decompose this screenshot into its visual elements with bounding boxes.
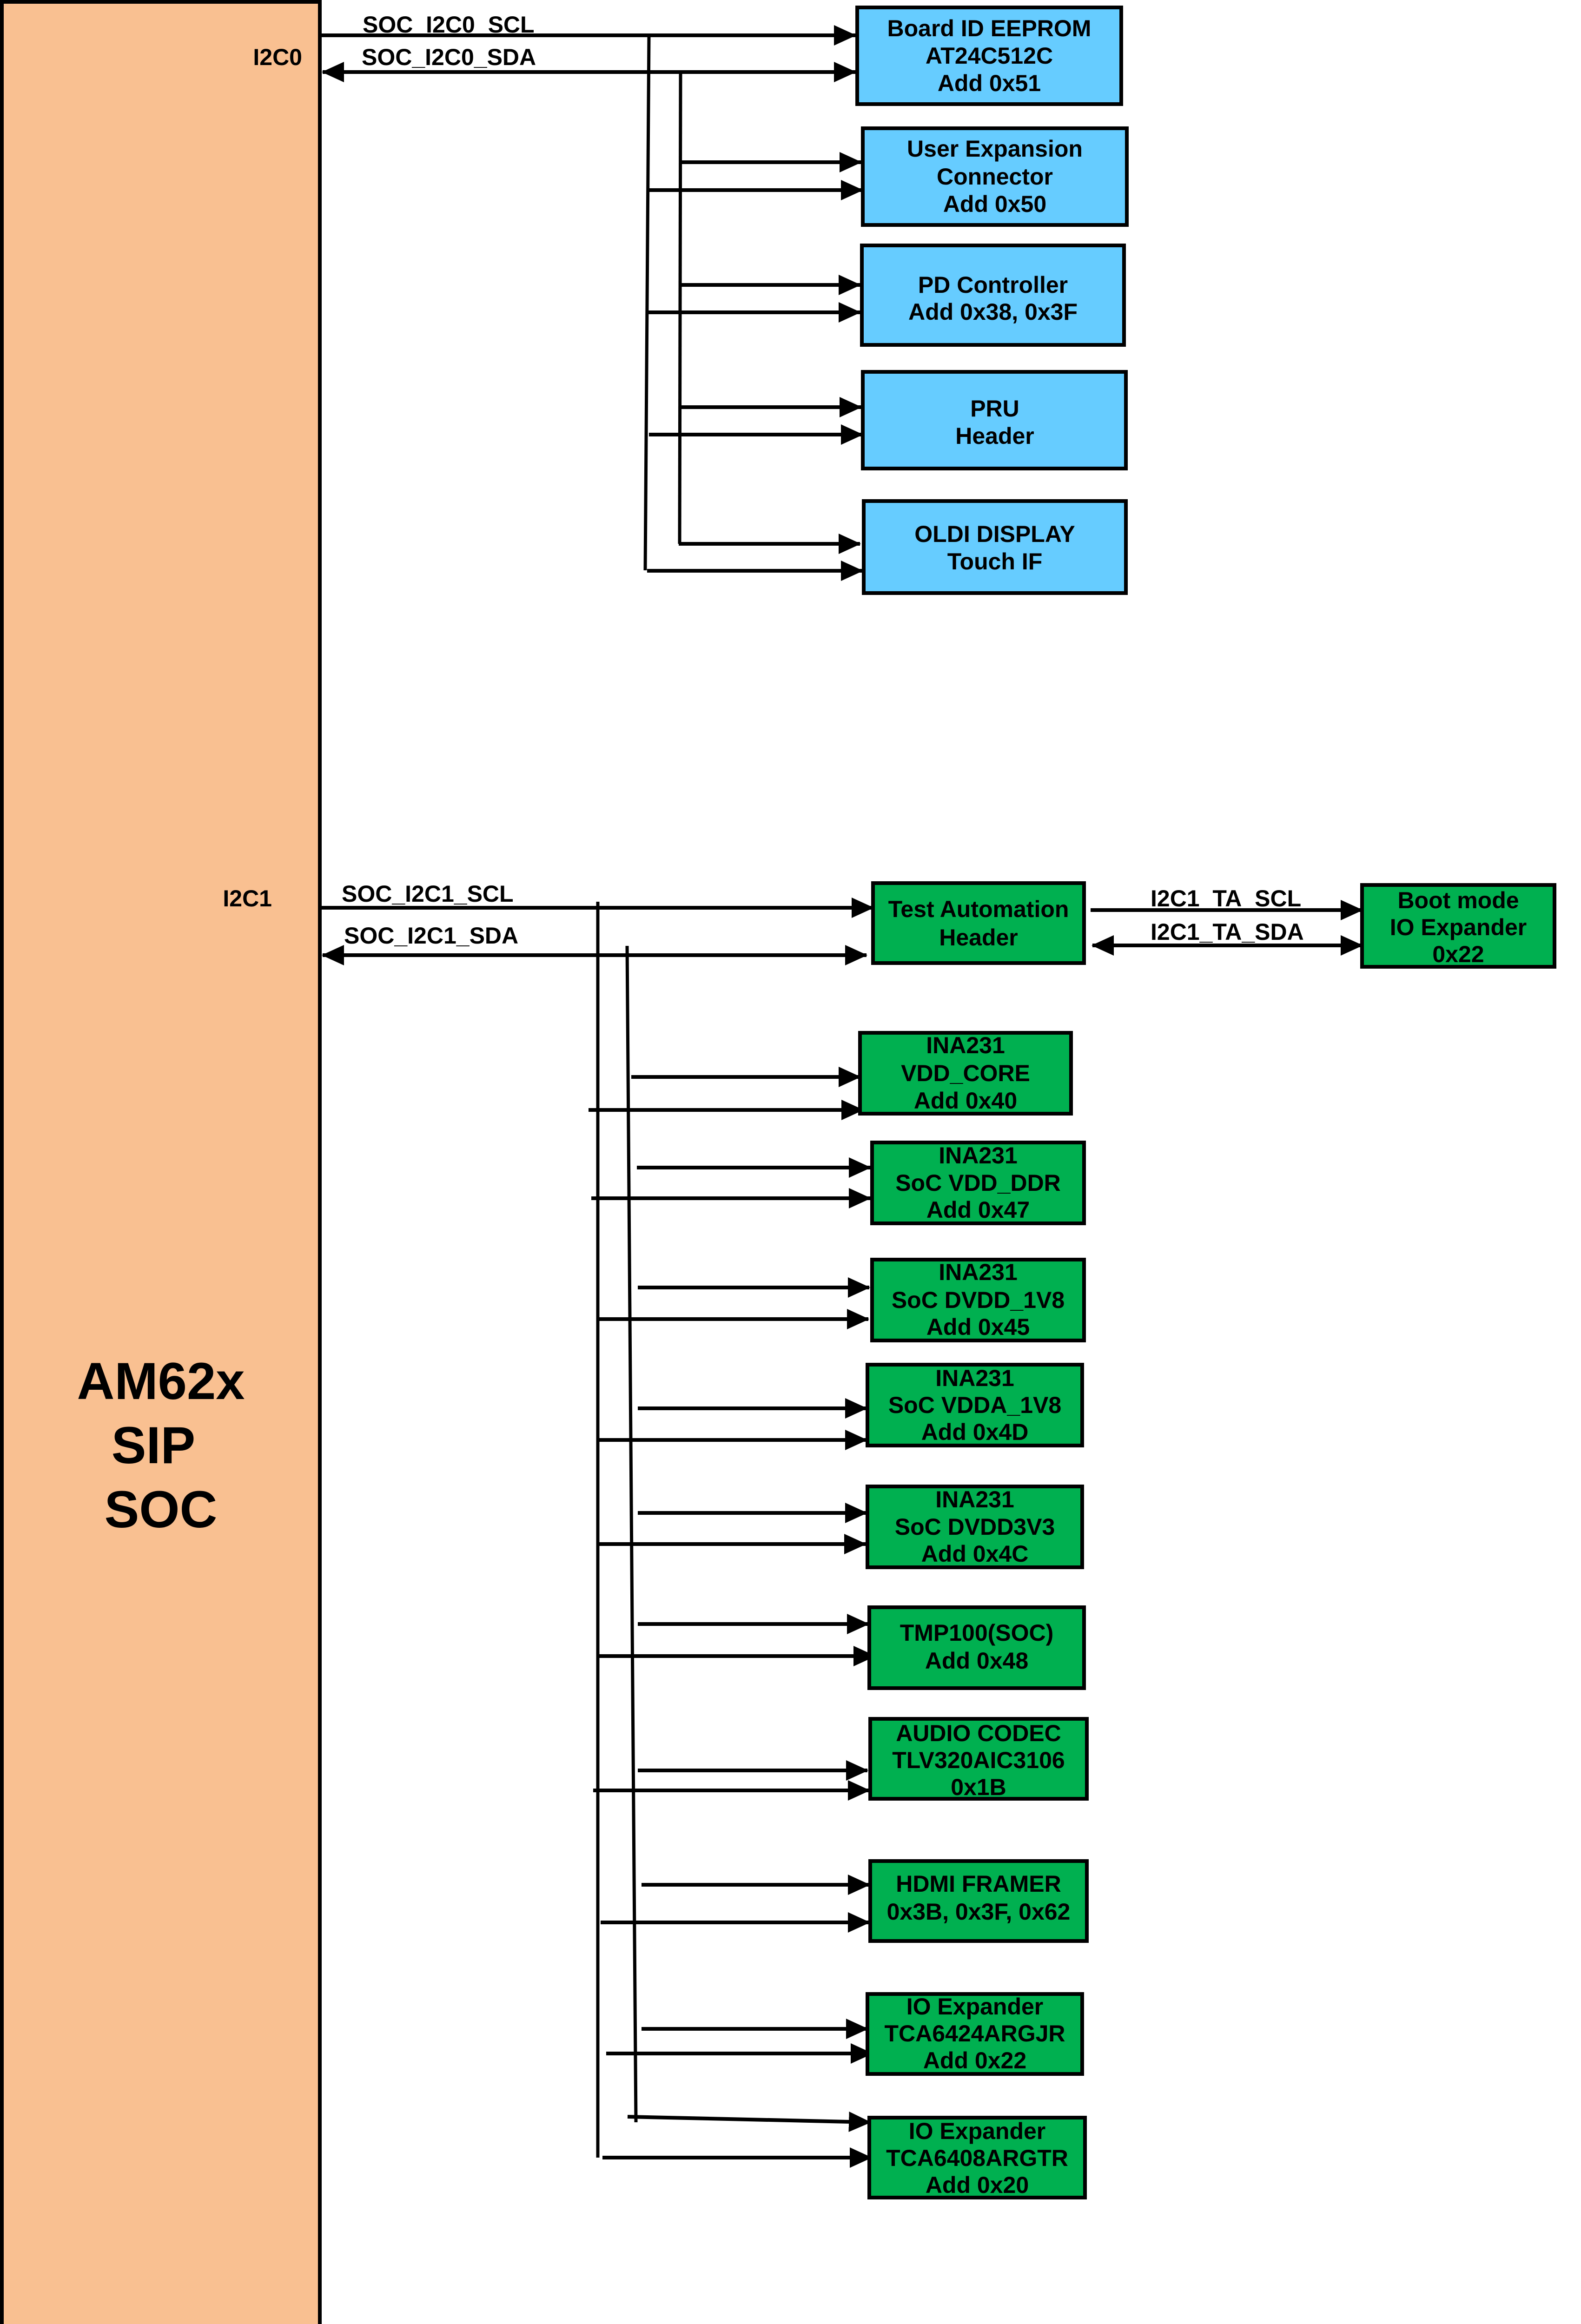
- device-user-expansion-connector[interactable]: User Expansion Connector Add 0x50: [861, 126, 1129, 227]
- device-label: PD Controller: [918, 272, 1068, 298]
- device-label: OLDI DISPLAY: [914, 521, 1075, 547]
- device-label: 0x1B: [951, 1774, 1006, 1800]
- device-label: Header: [939, 924, 1018, 951]
- device-label: PRU: [970, 396, 1019, 422]
- device-label: AUDIO CODEC: [896, 1720, 1061, 1746]
- device-label: Board ID EEPROM: [887, 15, 1091, 41]
- device-label: Add 0x22: [923, 2047, 1026, 2073]
- device-pd-controller[interactable]: PD Controller Add 0x38, 0x3F: [860, 244, 1126, 347]
- device-label: Add 0x45: [926, 1314, 1030, 1340]
- port-label-i2c1: I2C1: [223, 885, 272, 911]
- device-label: User Expansion: [907, 136, 1083, 162]
- device-label: IO Expander: [909, 2118, 1046, 2144]
- soc-title-line-3: SOC: [105, 1480, 218, 1538]
- device-label: Add 0x38, 0x3F: [908, 299, 1078, 325]
- device-label: Add 0x20: [926, 2172, 1029, 2198]
- device-label: Add 0x48: [925, 1648, 1028, 1674]
- device-label: TCA6424ARGJR: [884, 2020, 1065, 2047]
- device-label: Boot mode: [1397, 887, 1519, 913]
- i2c1-ta-scl-label: I2C1_TA_SCL: [1151, 885, 1301, 911]
- device-label: SoC VDD_DDR: [895, 1170, 1061, 1196]
- device-label: Header: [955, 423, 1034, 449]
- i2c1-sda-label: SOC_I2C1_SDA: [344, 923, 518, 949]
- soc-block: AM62x SIP SOC I2C0 I2C1 SOC_I2C2 MCU_I2C…: [0, 0, 322, 2324]
- i2c1-branch: [627, 2111, 871, 2132]
- device-ina231-vdd-ddr[interactable]: INA231 SoC VDD_DDR Add 0x47: [870, 1141, 1086, 1225]
- device-io-expander-tca6408[interactable]: IO Expander TCA6408ARGTR Add 0x20: [867, 2116, 1087, 2199]
- device-tmp100-soc[interactable]: TMP100(SOC) Add 0x48: [867, 1605, 1086, 1690]
- device-label: VDD_CORE: [901, 1060, 1030, 1086]
- device-label: AT24C512C: [926, 43, 1053, 69]
- device-label: INA231: [926, 1032, 1005, 1058]
- device-label: INA231: [935, 1486, 1014, 1512]
- i2c0-scl-label: SOC_I2C0_SCL: [363, 12, 535, 38]
- device-ina231-dvdd-1v8[interactable]: INA231 SoC DVDD_1V8 Add 0x45: [870, 1258, 1086, 1342]
- i2c1-ta-sda-label: I2C1_TA_SDA: [1151, 919, 1304, 945]
- i2c0-sda-label: SOC_I2C0_SDA: [362, 44, 536, 70]
- device-label: INA231: [935, 1365, 1014, 1391]
- device-label: Touch IF: [947, 548, 1043, 574]
- device-label: 0x22: [1432, 941, 1484, 967]
- device-label: TCA6408ARGTR: [886, 2145, 1068, 2171]
- i2c0-section: SOC_I2C0_SCL SOC_I2C0_SDA Board ID EEPRO…: [321, 6, 1129, 595]
- device-label: Add 0x47: [926, 1197, 1030, 1223]
- device-label: SoC DVDD_1V8: [892, 1287, 1065, 1313]
- device-label: INA231: [939, 1259, 1018, 1285]
- device-hdmi-framer[interactable]: HDMI FRAMER 0x3B, 0x3F, 0x62: [868, 1859, 1089, 1943]
- device-audio-codec[interactable]: AUDIO CODEC TLV320AIC3106 0x1B: [868, 1717, 1089, 1801]
- i2c1-scl-label: SOC_I2C1_SCL: [342, 881, 514, 907]
- soc-title-line-2: SIP: [112, 1416, 196, 1474]
- i2c0-sda-bus: [678, 72, 682, 544]
- device-ina231-dvdd3v3[interactable]: INA231 SoC DVDD3V3 Add 0x4C: [866, 1485, 1084, 1569]
- device-label: SoC DVDD3V3: [895, 1514, 1055, 1540]
- i2c1-section: SOC_I2C1_SCL SOC_I2C1_SDA Test Automatio…: [321, 881, 1556, 2199]
- device-label: Add 0x51: [938, 70, 1041, 96]
- device-label: Add 0x4D: [921, 1419, 1029, 1445]
- device-label: HDMI FRAMER: [896, 1871, 1061, 1897]
- device-label: INA231: [939, 1142, 1018, 1169]
- port-label-i2c0: I2C0: [253, 44, 302, 70]
- device-label: Connector: [937, 164, 1053, 190]
- device-label: Add 0x4C: [921, 1541, 1029, 1567]
- device-label: IO Expander: [1390, 914, 1527, 940]
- i2c1-sda-bus: [625, 945, 638, 2123]
- device-ina231-vdd-core[interactable]: INA231 VDD_CORE Add 0x40: [858, 1031, 1073, 1116]
- soc-box: [0, 0, 322, 2324]
- i2c0-scl-bus: [643, 35, 651, 571]
- device-board-id-eeprom[interactable]: Board ID EEPROM AT24C512C Add 0x51: [855, 6, 1123, 106]
- device-pru-header[interactable]: PRU Header: [861, 370, 1128, 470]
- device-label: TLV320AIC3106: [892, 1747, 1065, 1773]
- device-oldi-display-touch[interactable]: OLDI DISPLAY Touch IF: [862, 499, 1128, 595]
- device-test-automation-header[interactable]: Test Automation Header: [871, 881, 1086, 965]
- device-label: IO Expander: [906, 1994, 1044, 2020]
- device-label: Add 0x50: [943, 191, 1046, 217]
- device-boot-mode-io-expander[interactable]: Boot mode IO Expander 0x22: [1360, 883, 1556, 969]
- device-ina231-vdda-1v8[interactable]: INA231 SoC VDDA_1V8 Add 0x4D: [866, 1363, 1084, 1447]
- device-label: TMP100(SOC): [900, 1620, 1054, 1646]
- soc-title-line-1: AM62x: [77, 1352, 245, 1410]
- device-io-expander-tca6424[interactable]: IO Expander TCA6424ARGJR Add 0x22: [866, 1992, 1084, 2076]
- device-label: Add 0x40: [914, 1088, 1017, 1114]
- device-label: 0x3B, 0x3F, 0x62: [887, 1899, 1071, 1925]
- device-label: SoC VDDA_1V8: [888, 1392, 1061, 1418]
- device-label: Test Automation: [888, 896, 1069, 922]
